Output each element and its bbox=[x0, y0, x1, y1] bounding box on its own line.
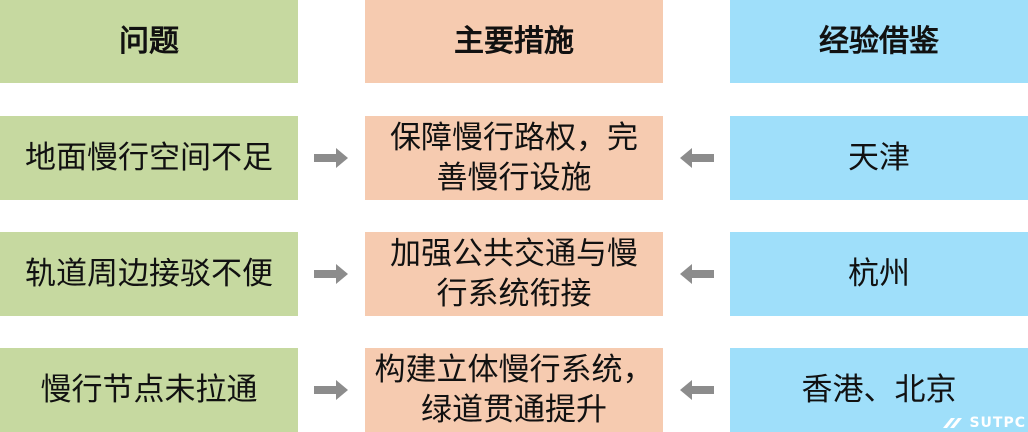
measure-text-1a: 保障慢行路权，完 bbox=[390, 120, 638, 156]
reference-text-1: 天津 bbox=[848, 140, 910, 176]
header-problem: 问题 bbox=[0, 0, 298, 83]
header-measure-label: 主要措施 bbox=[454, 23, 574, 59]
problem-text-2: 轨道周边接驳不便 bbox=[25, 256, 273, 292]
header-reference-label: 经验借鉴 bbox=[819, 23, 939, 59]
left-arrow-icon bbox=[680, 148, 714, 168]
left-arrow-icon bbox=[680, 264, 714, 284]
measure-box-3: 构建立体慢行系统， 绿道贯通提升 bbox=[365, 348, 663, 432]
problem-box-3: 慢行节点未拉通 bbox=[0, 348, 298, 432]
left-arrow-icon bbox=[680, 380, 714, 400]
right-arrow-icon bbox=[314, 264, 348, 284]
measure-text-3b: 绿道贯通提升 bbox=[421, 392, 607, 428]
reference-box-2: 杭州 bbox=[730, 232, 1028, 316]
problem-box-2: 轨道周边接驳不便 bbox=[0, 232, 298, 316]
header-reference: 经验借鉴 bbox=[730, 0, 1028, 83]
reference-text-3: 香港、北京 bbox=[801, 372, 957, 408]
header-problem-label: 问题 bbox=[119, 23, 179, 59]
measure-text-1b: 善慢行设施 bbox=[436, 160, 592, 196]
header-measure: 主要措施 bbox=[365, 0, 663, 83]
sutpc-logo: SUTPC bbox=[943, 414, 1026, 432]
problem-box-1: 地面慢行空间不足 bbox=[0, 116, 298, 200]
logo-text: SUTPC bbox=[969, 415, 1026, 431]
measure-box-1: 保障慢行路权，完 善慢行设施 bbox=[365, 116, 663, 200]
right-arrow-icon bbox=[314, 148, 348, 168]
right-arrow-icon bbox=[314, 380, 348, 400]
measure-text-2a: 加强公共交通与慢 bbox=[390, 236, 638, 272]
logo-mark-icon bbox=[943, 418, 963, 428]
reference-box-1: 天津 bbox=[730, 116, 1028, 200]
reference-text-2: 杭州 bbox=[848, 256, 910, 292]
reference-box-3: 香港、北京 bbox=[730, 348, 1028, 432]
measure-text-2b: 行系统衔接 bbox=[436, 276, 592, 312]
problem-text-1: 地面慢行空间不足 bbox=[25, 140, 273, 176]
measure-text-3a: 构建立体慢行系统， bbox=[374, 352, 654, 388]
measure-box-2: 加强公共交通与慢 行系统衔接 bbox=[365, 232, 663, 316]
problem-text-3: 慢行节点未拉通 bbox=[40, 372, 258, 408]
